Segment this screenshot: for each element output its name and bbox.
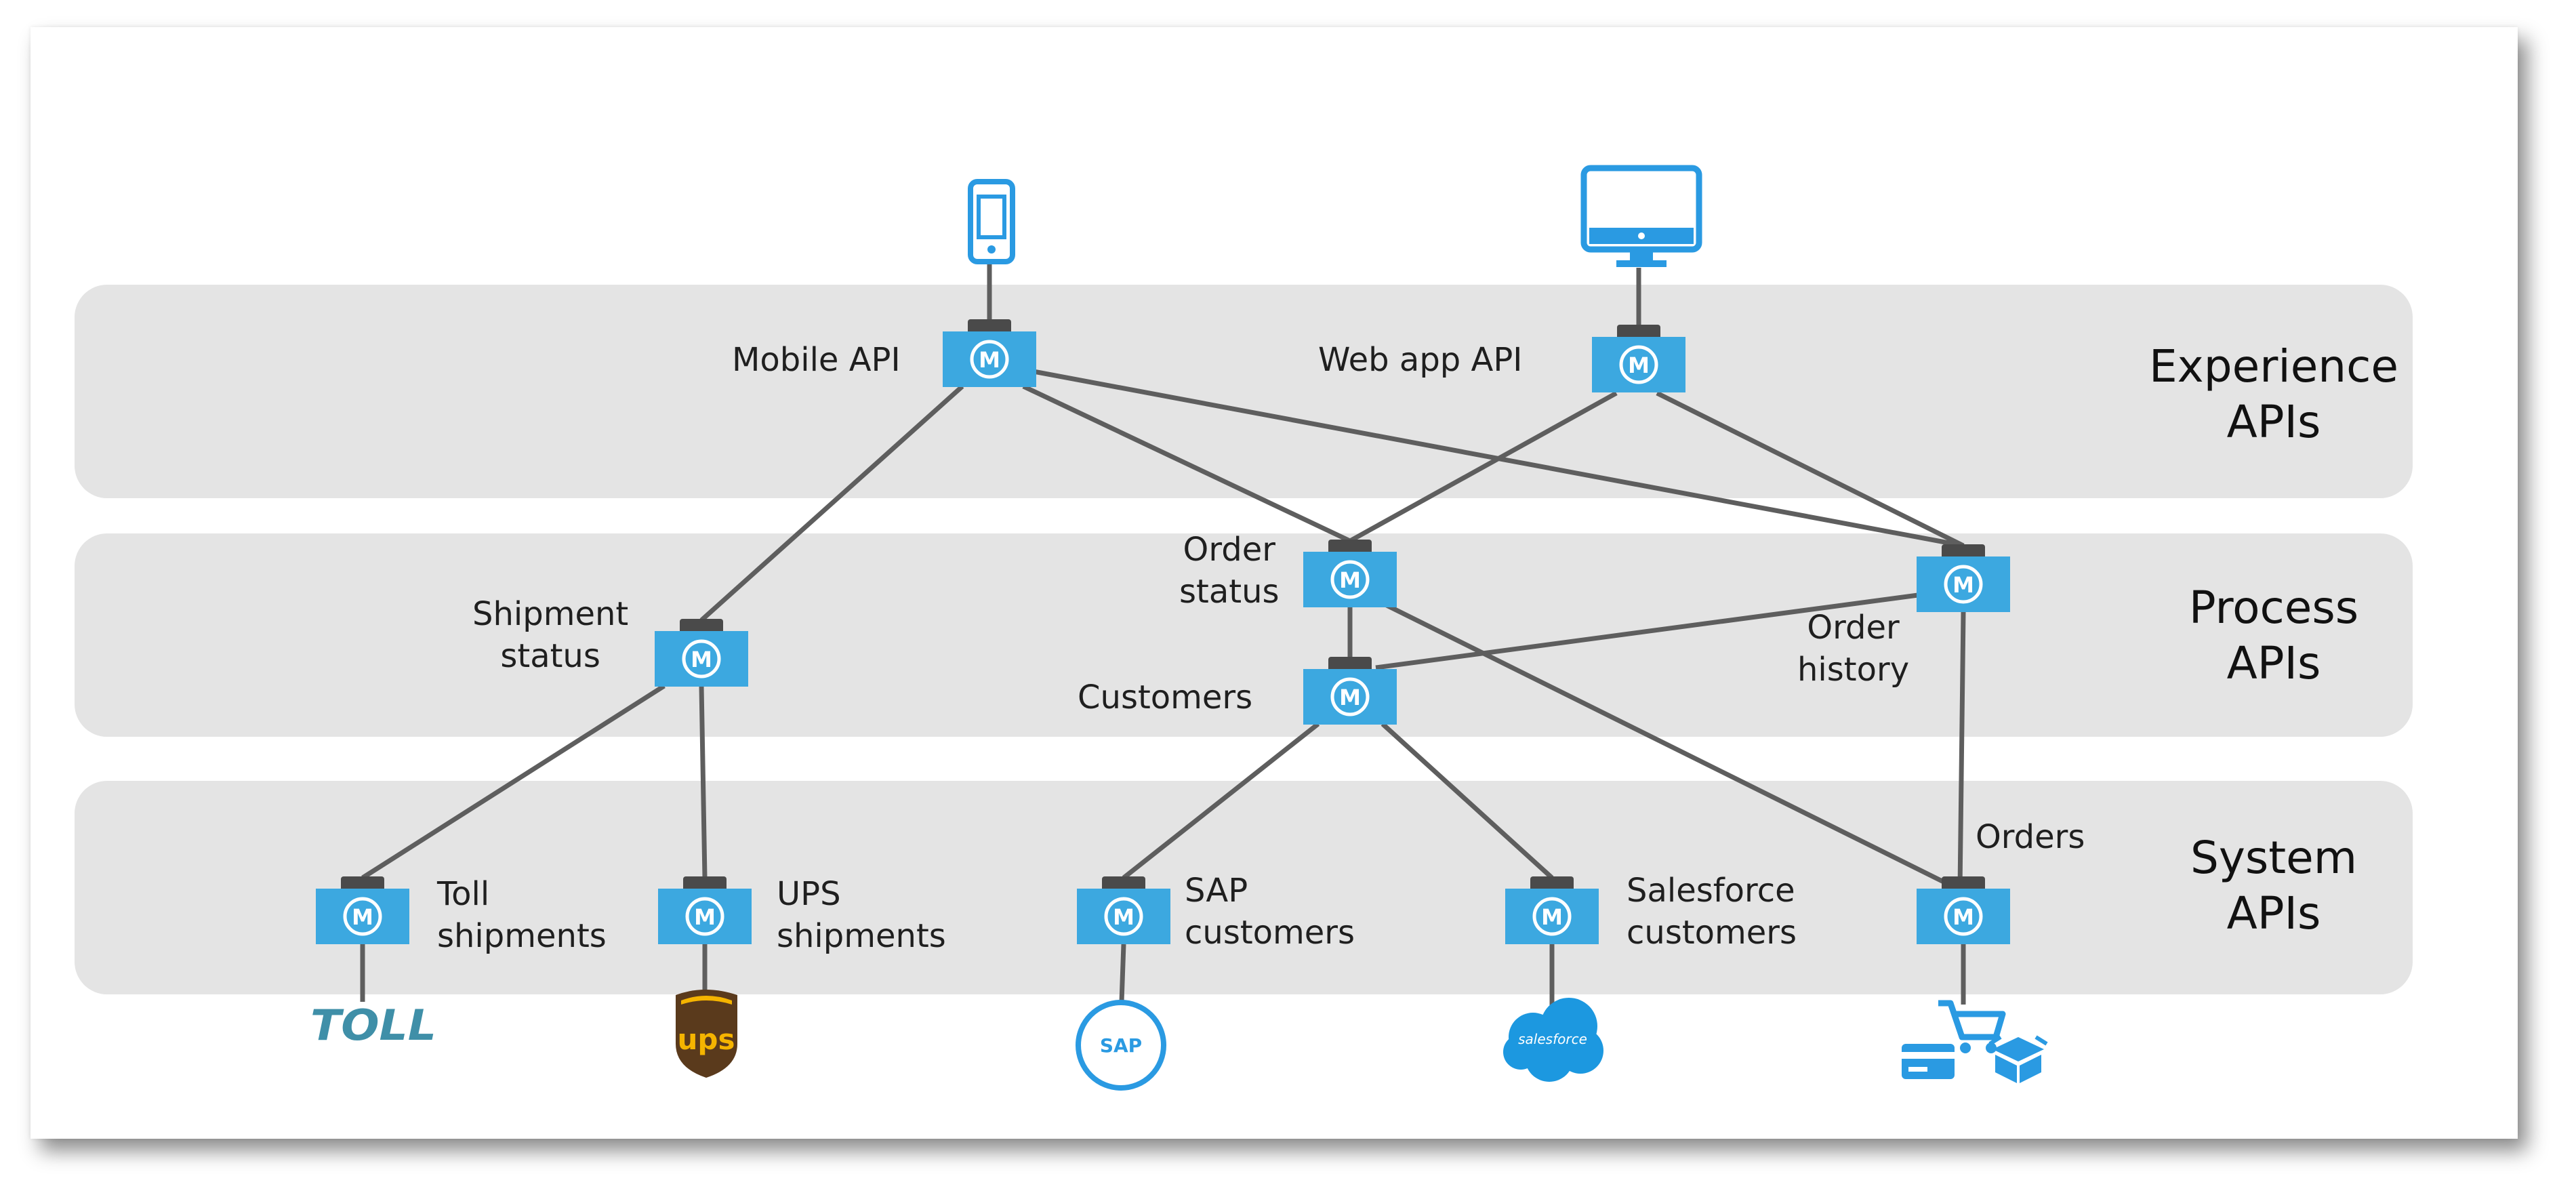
web-app-api-label: Web app API [1318, 341, 1523, 379]
process-apis-label: Process APIs [2188, 582, 2359, 689]
mule-logo-glyph: M [1113, 904, 1134, 930]
connector-line [1022, 384, 1351, 544]
connector-line [1375, 592, 1919, 670]
connector-line [1957, 611, 1966, 890]
ups-logo: ups [676, 990, 737, 1078]
sap-logo: SAP [1076, 1000, 1166, 1091]
experience-band [75, 285, 2413, 498]
connector-line [1122, 722, 1320, 880]
mule-logo-glyph: M [1339, 567, 1361, 593]
credit-card-icon [1902, 1044, 1955, 1079]
salesforce-customers-label: Salesforce customers [1627, 872, 1797, 952]
mule-logo-glyph: M [352, 904, 373, 930]
mule-logo-glyph: M [1339, 685, 1361, 710]
shipment-status-label: Shipment status [472, 595, 629, 675]
mule-logo-glyph: M [1953, 572, 1974, 598]
mule-logo-glyph: M [691, 647, 712, 672]
api-node-ups-shipments[interactable]: M [658, 876, 752, 944]
api-node-order-status[interactable]: M [1303, 540, 1397, 607]
connector-lines [360, 264, 1966, 1010]
api-nodes: M M M M M M M M M M M [316, 319, 2010, 944]
toll-logo-text: TOLL [310, 1000, 436, 1050]
salesforce-logo-text: salesforce [1518, 1031, 1587, 1047]
connector-line [699, 384, 964, 622]
connector-line [1349, 390, 1618, 544]
connector-line [1381, 601, 1960, 892]
ups-shipments-label: UPS shipments [777, 875, 946, 955]
mule-logo-glyph: M [1953, 904, 1974, 930]
orders-label: Orders [1976, 818, 2085, 856]
package-box-icon [1988, 1035, 2048, 1083]
mule-logo-glyph: M [694, 904, 716, 930]
mobile-phone-icon [968, 179, 1015, 264]
desktop-monitor-icon [1580, 165, 1702, 267]
order-status-label: Order status [1179, 531, 1280, 611]
api-node-web-app-api[interactable]: M [1592, 325, 1685, 392]
order-history-label: Order history [1797, 609, 1910, 689]
api-node-customers[interactable]: M [1303, 657, 1397, 725]
sap-customers-label: SAP customers [1185, 872, 1355, 952]
process-band [75, 533, 2413, 737]
toll-shipments-label: Toll shipments [437, 875, 607, 955]
connector-line [361, 684, 666, 880]
api-node-orders[interactable]: M [1917, 876, 2010, 944]
customers-label: Customers [1078, 678, 1253, 716]
connector-line [1119, 944, 1126, 1002]
mule-logo-glyph: M [1628, 352, 1650, 378]
api-node-order-history[interactable]: M [1917, 544, 2010, 612]
mule-logo-glyph: M [979, 347, 1000, 373]
api-node-mobile-api[interactable]: M [943, 319, 1036, 387]
ups-logo-text: ups [678, 1023, 735, 1056]
api-node-shipment-status[interactable]: M [655, 619, 748, 687]
system-apis-label: System APIs [2190, 832, 2358, 939]
api-node-salesforce-customers[interactable]: M [1505, 876, 1599, 944]
connector-line [1381, 722, 1554, 880]
mule-logo-glyph: M [1541, 904, 1563, 930]
system-band [75, 781, 2413, 994]
sap-logo-text: SAP [1100, 1034, 1142, 1057]
shopping-cart-icon [1938, 1000, 2006, 1053]
toll-logo: TOLL [310, 1000, 436, 1050]
connector-line [1656, 390, 1965, 548]
experience-apis-label: Experience APIs [2148, 340, 2399, 448]
api-node-sap-customers[interactable]: M [1077, 876, 1170, 944]
mobile-api-label: Mobile API [732, 341, 901, 379]
connector-line [699, 686, 708, 878]
salesforce-logo: salesforce [1503, 998, 1603, 1082]
api-node-toll-shipments[interactable]: M [316, 876, 409, 944]
